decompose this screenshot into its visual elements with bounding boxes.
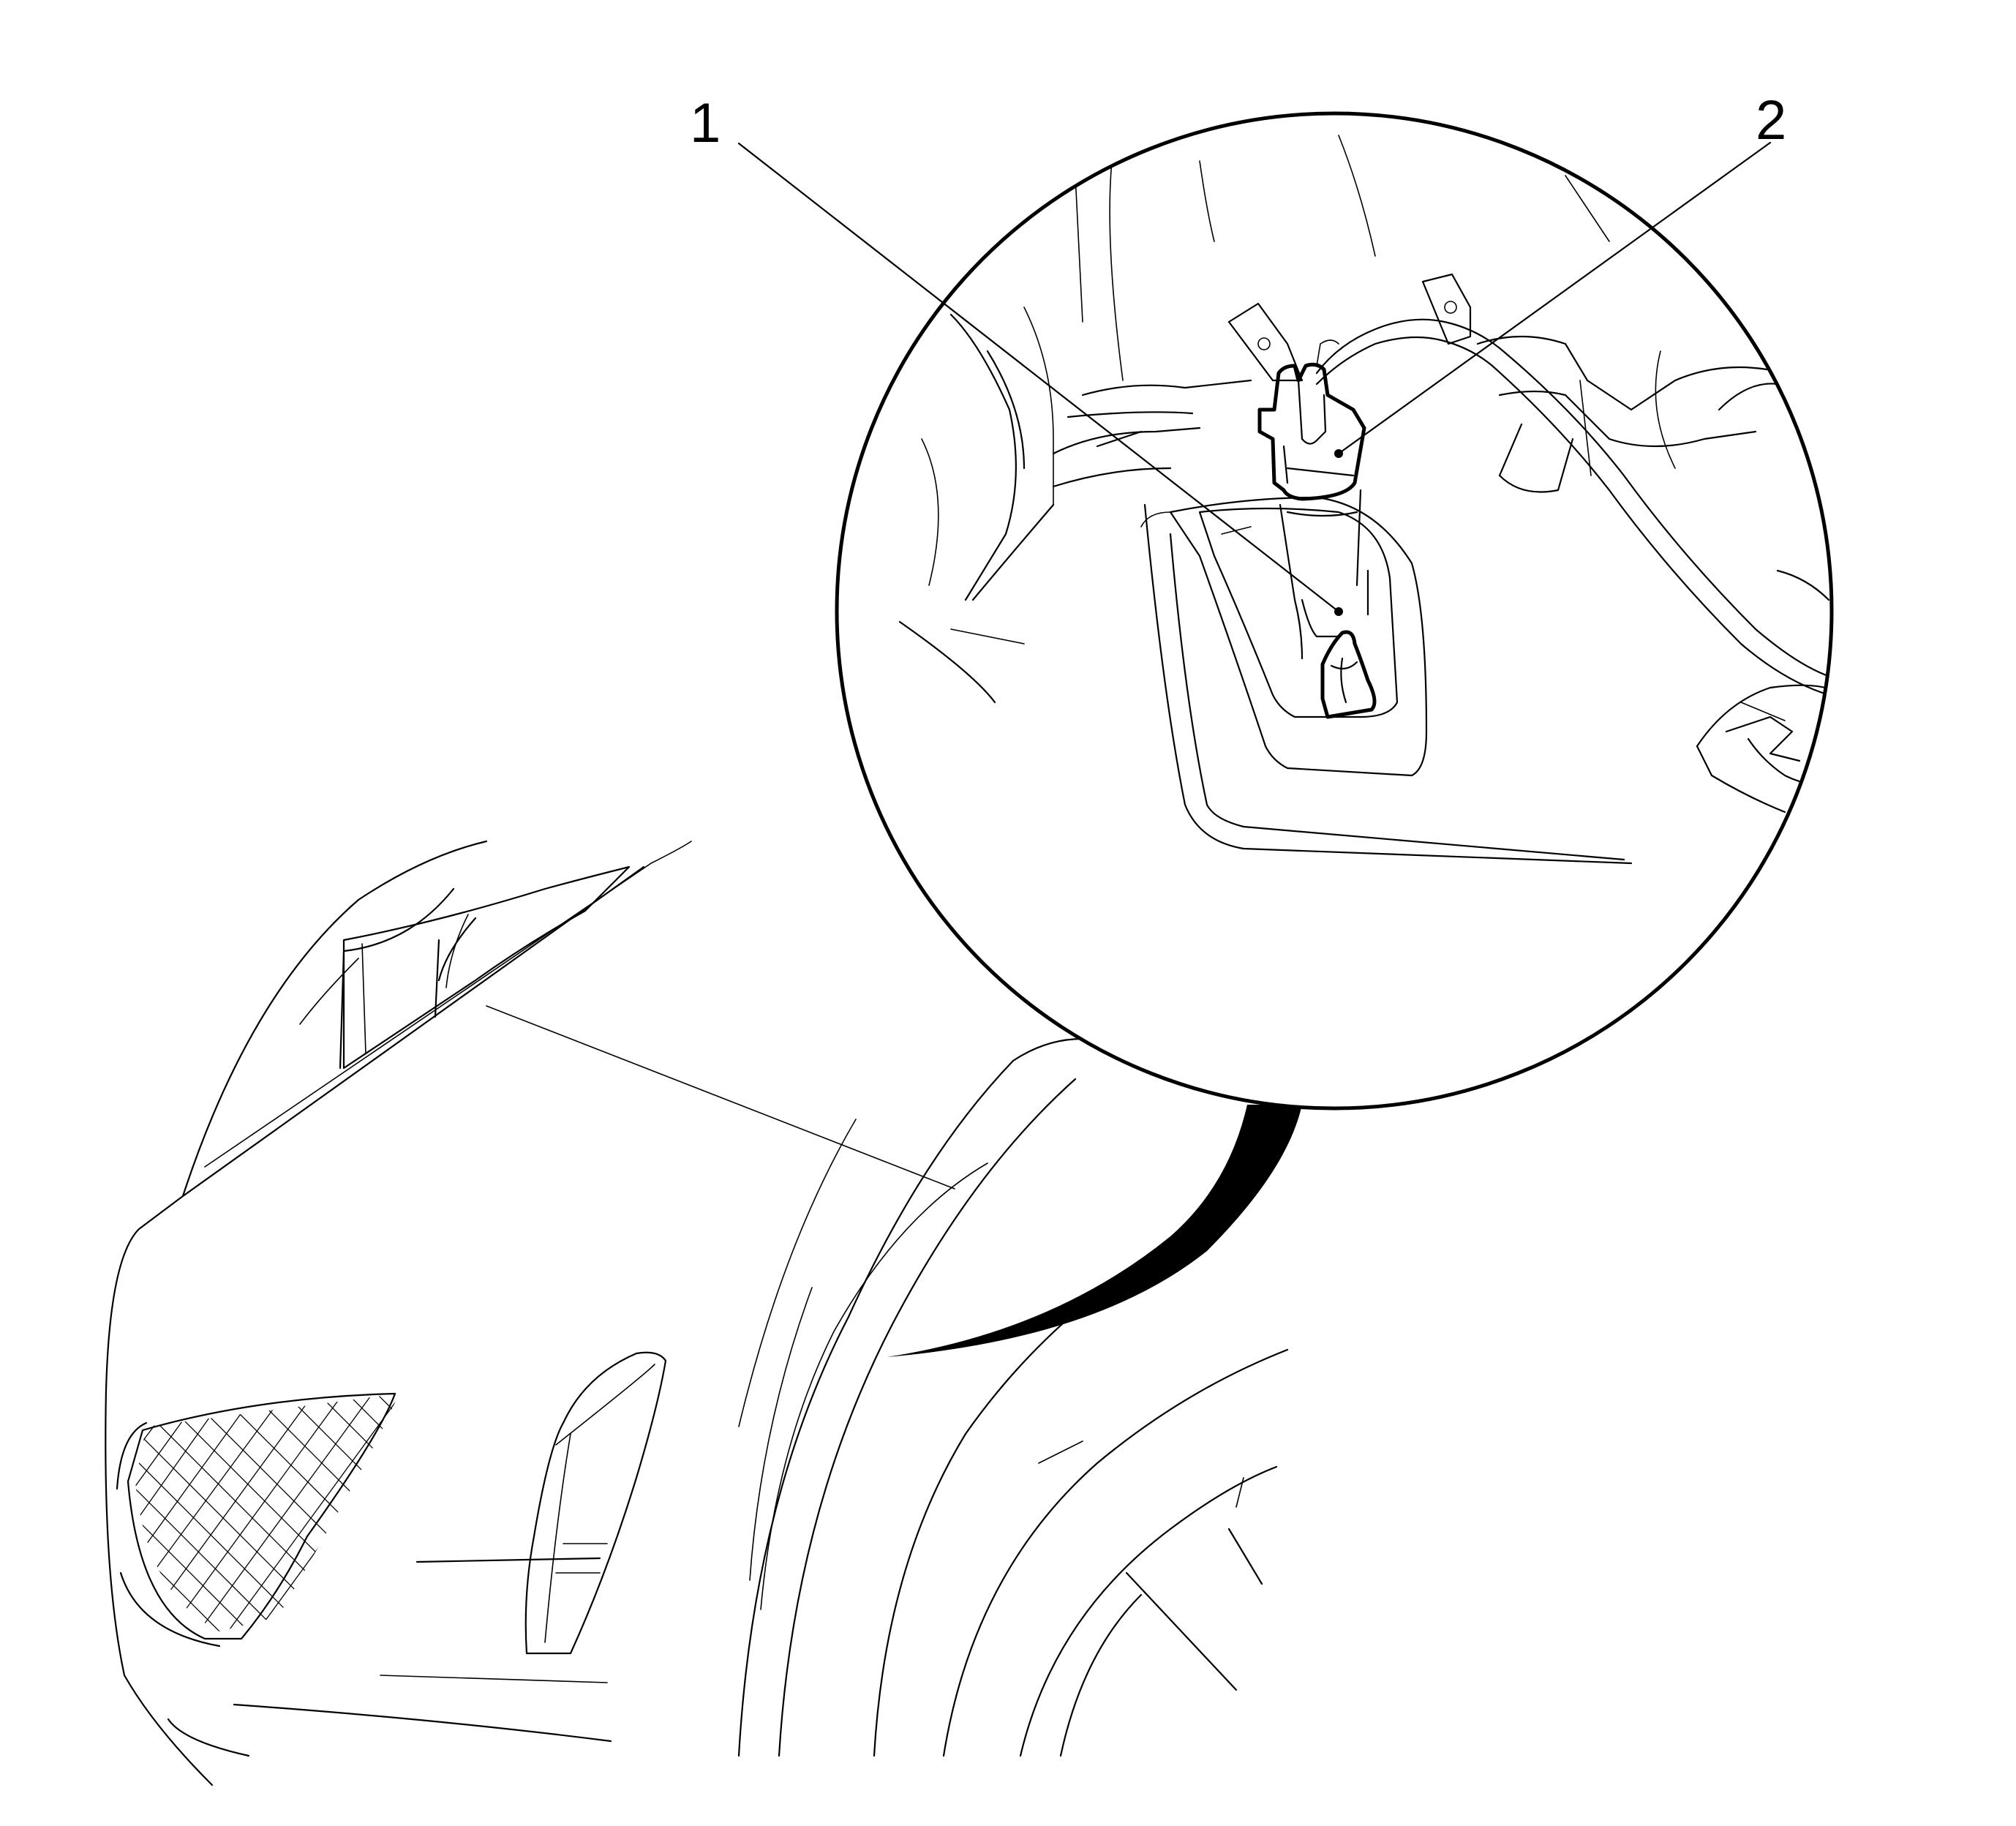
vehicle-front-corner: [105, 840, 1289, 1786]
leader-line-2: [1337, 141, 1772, 455]
leader-line-1: [737, 142, 1340, 613]
magnified-detail-view: [835, 111, 1834, 1111]
leader-lines: [737, 141, 1772, 616]
callout-label-2: 2: [1756, 89, 1786, 151]
connector-outline: [1257, 362, 1366, 501]
detail-circle: [835, 111, 1834, 1111]
leader-dot-2: [1334, 449, 1343, 458]
retainer-clip-outline: [1320, 630, 1377, 719]
leader-dot-1: [1334, 607, 1343, 616]
detail-pointer-wedge: [887, 1105, 1302, 1357]
callout-label-1: 1: [690, 92, 721, 154]
